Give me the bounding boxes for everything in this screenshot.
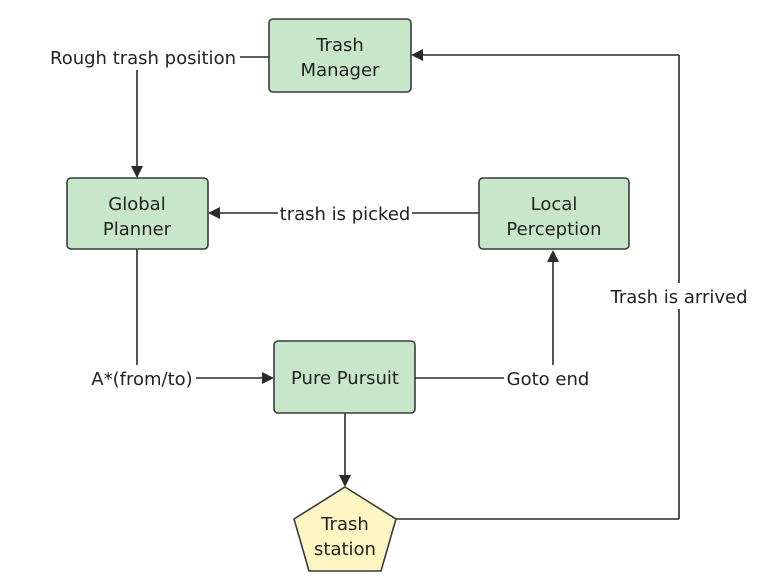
node-trash-manager[interactable]: Trash Manager xyxy=(268,18,412,93)
node-global-planner[interactable]: Global Planner xyxy=(66,177,209,250)
label-trash-is-picked: trash is picked xyxy=(280,204,411,225)
node-local-perception-line1: Local xyxy=(531,194,578,215)
node-trash-station-line2: station xyxy=(314,539,376,560)
node-local-perception-line2: Perception xyxy=(506,219,601,240)
node-pure-pursuit[interactable]: Pure Pursuit xyxy=(273,340,416,414)
node-trash-station-line1: Trash xyxy=(320,514,369,535)
label-trash-is-arrived: Trash is arrived xyxy=(609,287,747,308)
node-trash-manager-line2: Manager xyxy=(301,60,380,81)
arrowhead-perception-bottom xyxy=(547,250,559,262)
node-trash-manager-line1: Trash xyxy=(315,35,364,56)
arrowhead-planner-right xyxy=(208,207,220,219)
node-pure-pursuit-label: Pure Pursuit xyxy=(291,368,399,389)
node-global-planner-line2: Planner xyxy=(103,219,172,240)
node-global-planner-line1: Global xyxy=(108,194,165,215)
label-goto-end: Goto end xyxy=(507,369,590,390)
node-local-perception[interactable]: Local Perception xyxy=(478,177,630,250)
arrowhead-pursuit-left xyxy=(262,372,274,384)
arrowhead-station-top xyxy=(339,475,351,487)
label-astar: A*(from/to) xyxy=(91,369,192,390)
arrowhead-manager-right xyxy=(411,49,423,61)
arrowhead-planner-top xyxy=(131,166,143,178)
label-rough-trash-position: Rough trash position xyxy=(50,48,236,69)
node-trash-station[interactable]: Trash station xyxy=(293,486,397,572)
